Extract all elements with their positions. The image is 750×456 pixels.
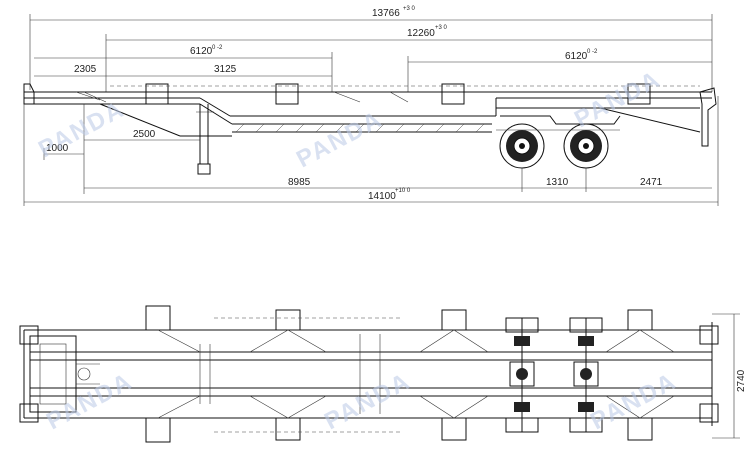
dim-rear-overhang-text: 2471	[640, 177, 663, 188]
watermark-6: PANDA	[586, 368, 681, 436]
dim-width-text: 2740	[736, 369, 747, 392]
dim-kingpin-to-axle-text: 8985	[288, 177, 311, 188]
plan-bracing	[157, 317, 675, 433]
dim-front-twistlock: 6120 0 -2	[34, 45, 333, 92]
dim-landing-span-text: 3125	[214, 64, 237, 75]
dim-kingpin-to-leg-text: 2500	[133, 129, 156, 140]
plan-crossmembers	[19, 305, 719, 443]
dim-front-overhang: 2305	[34, 64, 106, 77]
landing-gear	[196, 104, 214, 175]
side-beam-hatch	[235, 123, 485, 133]
watermark-1: PANDA	[34, 96, 129, 164]
dim-width: 2740	[712, 313, 747, 439]
dim-kingpin-offset-text: 1000	[46, 143, 69, 154]
plan-axle-2	[569, 317, 603, 433]
dim-total-length-tol: +10 0	[395, 188, 411, 194]
dim-overall-length-tol: +3 0	[403, 6, 416, 12]
dim-kingpin-to-rear-text: 12260	[407, 28, 435, 39]
side-chassis	[23, 83, 717, 147]
plan-axle-1	[505, 317, 539, 433]
dim-front-twistlock-text: 6120	[190, 46, 213, 57]
side-view: 13766 +3 0 12260 +3 0 6120 0 -2 6120 0 -…	[23, 6, 719, 206]
dim-front-overhang-text: 2305	[74, 64, 97, 75]
wheel-1	[499, 123, 545, 169]
dim-total-length-text: 14100	[368, 191, 396, 202]
watermark-4: PANDA	[42, 368, 137, 436]
dim-kingpin-to-rear: 12260 +3 0	[105, 25, 712, 92]
dim-lower-chain: 8985 1310 2471	[84, 168, 712, 192]
dim-kingpin-offset: 1000	[43, 143, 84, 160]
dim-axle-spacing-text: 1310	[546, 177, 569, 188]
watermark-3: PANDA	[570, 66, 665, 134]
dim-kingpin-to-leg: 2500	[83, 104, 200, 194]
watermarks: PANDA PANDA PANDA PANDA PANDA PANDA	[34, 66, 681, 436]
dim-kingpin-to-rear-tol: +3 0	[435, 25, 448, 31]
watermark-5: PANDA	[320, 368, 415, 436]
dim-front-twistlock-tol: 0 -2	[212, 45, 223, 51]
plan-view: 2740	[19, 305, 747, 443]
dim-rear-twistlock: 6120 0 -2	[407, 49, 712, 92]
dim-overall-length: 13766 +3 0	[29, 6, 713, 92]
suspension	[496, 115, 621, 131]
dim-rear-twistlock-text: 6120	[565, 51, 588, 62]
dim-overall-length-text: 13766	[372, 8, 400, 19]
dim-total-length: 14100 +10 0	[23, 96, 719, 206]
dim-landing-span: 3125	[106, 64, 332, 77]
dim-rear-twistlock-tol: 0 -2	[587, 49, 598, 55]
